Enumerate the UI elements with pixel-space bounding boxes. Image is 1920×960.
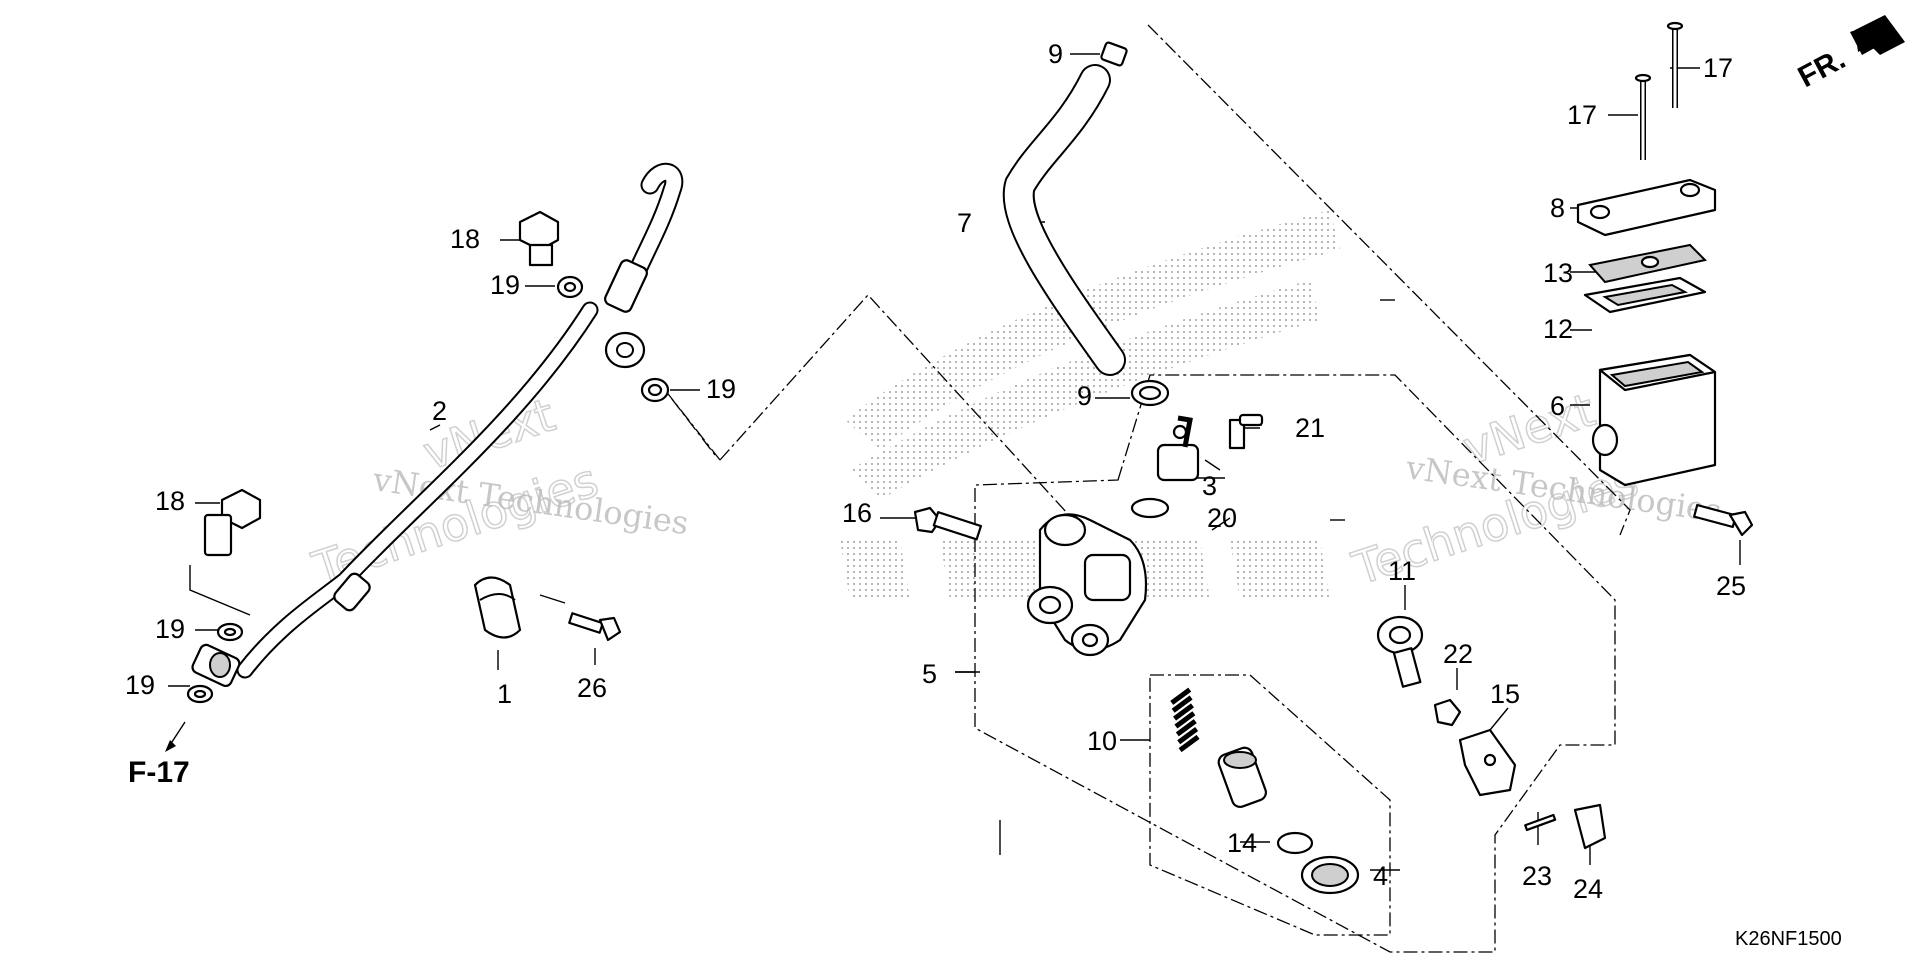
- sealing-washer: [216, 622, 244, 642]
- sealing-washer: [186, 684, 214, 704]
- callout-3: 3: [1202, 471, 1217, 501]
- callout-24: 24: [1573, 874, 1603, 904]
- callout-15: 15: [1490, 679, 1520, 709]
- callout-17a: 17: [1703, 53, 1733, 83]
- screw: [1228, 413, 1264, 450]
- callout-19c: 19: [155, 614, 185, 644]
- diaphragm: [1588, 243, 1707, 284]
- sealing-washer: [640, 377, 670, 403]
- pivot-bolt: [1376, 615, 1424, 688]
- callout-labels: 1 2 3 4 5 6 7 8 9 9 10 11 12 13 14 15 16…: [125, 39, 1746, 904]
- o-ring: [1130, 497, 1170, 519]
- diaphragm-plate: [1583, 276, 1707, 314]
- dust-boot: [1300, 855, 1360, 895]
- callout-8: 8: [1550, 193, 1565, 223]
- callout-21: 21: [1295, 413, 1325, 443]
- bolt: [913, 506, 983, 541]
- callout-11: 11: [1388, 556, 1416, 586]
- svg-text:FR.: FR.: [1793, 42, 1851, 94]
- callout-22: 22: [1443, 639, 1473, 669]
- circlip: [1276, 831, 1314, 855]
- callout-4: 4: [1373, 861, 1388, 891]
- callout-20: 20: [1207, 503, 1237, 533]
- reference-label: F-17: [128, 756, 190, 789]
- reservoir-joint: [1156, 415, 1200, 482]
- reservoir-hose: [1002, 64, 1126, 376]
- callout-19d: 19: [125, 670, 155, 700]
- callout-25: 25: [1716, 571, 1746, 601]
- group-outlines: [664, 24, 1631, 953]
- master-cylinder: [1026, 513, 1148, 657]
- callout-9b: 9: [1077, 381, 1092, 411]
- piston: [1217, 746, 1267, 809]
- callout-18b: 18: [155, 486, 185, 516]
- callout-2: 2: [432, 396, 447, 426]
- callout-16: 16: [842, 498, 872, 528]
- brake-hose: [191, 162, 684, 688]
- callout-6: 6: [1550, 391, 1565, 421]
- reservoir: [1591, 353, 1717, 487]
- callout-26: 26: [577, 673, 607, 703]
- svg-text:vNext: vNext: [1457, 383, 1602, 476]
- piston-spring: [1170, 687, 1200, 753]
- flange-bolt: [568, 612, 622, 642]
- callout-23: 23: [1522, 861, 1552, 891]
- callout-7: 7: [957, 208, 972, 238]
- callout-5: 5: [922, 659, 937, 689]
- banjo-bolt: [203, 488, 262, 557]
- cap-screw: [1634, 73, 1652, 160]
- cap-screw: [1666, 21, 1684, 108]
- diagram-code: K26NF1500: [1735, 928, 1842, 950]
- switch-bracket: [1458, 728, 1517, 797]
- reservoir-cap: [1576, 178, 1717, 237]
- callout-19b: 19: [706, 374, 736, 404]
- mounting-bolt: [1693, 503, 1754, 537]
- banjo-bolt: [518, 210, 560, 267]
- brake-switch: [1573, 803, 1607, 850]
- callout-12: 12: [1543, 314, 1573, 344]
- callout-18a: 18: [450, 224, 480, 254]
- callout-10: 10: [1087, 726, 1117, 756]
- nut: [1433, 698, 1462, 727]
- hose-clip: [1130, 379, 1170, 407]
- callout-17b: 17: [1567, 100, 1597, 130]
- pin: [1524, 813, 1557, 832]
- hose-clip: [1100, 41, 1128, 67]
- callout-1: 1: [497, 679, 512, 709]
- hose-clamp: [473, 576, 522, 639]
- callout-19a: 19: [490, 270, 520, 300]
- sealing-washer: [556, 275, 584, 299]
- callout-13: 13: [1543, 258, 1573, 288]
- callout-9a: 9: [1048, 39, 1063, 69]
- front-direction-arrow: FR.: [1793, 15, 1905, 94]
- callout-14: 14: [1227, 828, 1257, 858]
